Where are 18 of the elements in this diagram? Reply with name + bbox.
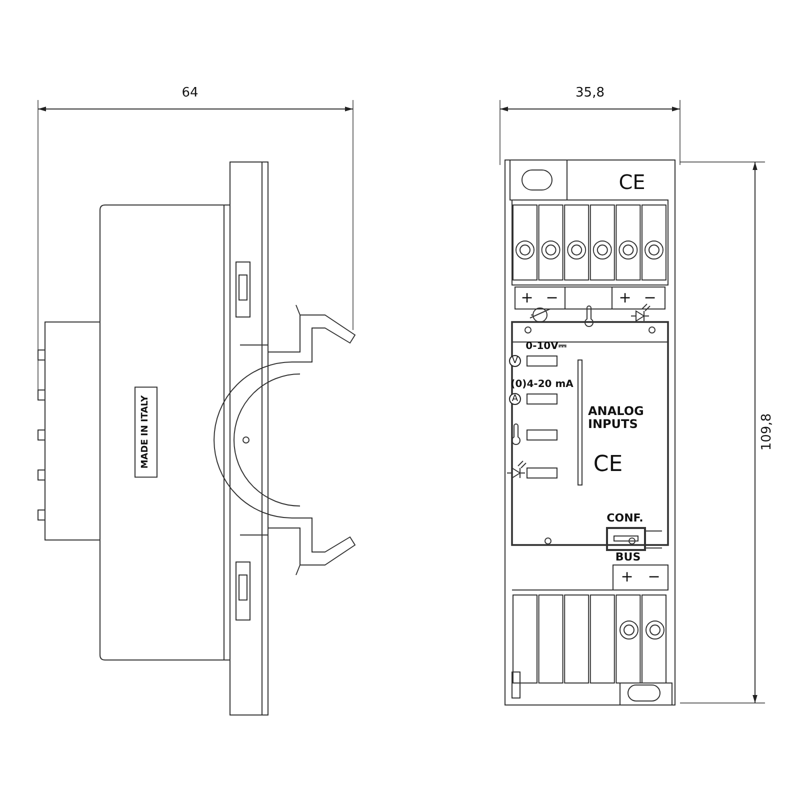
- switch-label: CONF.: [606, 512, 644, 524]
- ammeter-symbol: A: [509, 393, 521, 405]
- dimension-label: 109,8: [760, 413, 774, 451]
- product-label: ANALOG INPUTS: [588, 404, 645, 432]
- origin-label: MADE IN ITALY: [134, 386, 158, 478]
- dimension-label: 35,8: [576, 86, 604, 100]
- polarity-sign: −: [546, 290, 558, 306]
- polarity-sign: −: [648, 570, 660, 584]
- polarity-sign: +: [520, 290, 534, 306]
- conformity-mark: CE: [593, 454, 623, 476]
- polarity-sign: +: [620, 570, 634, 584]
- polarity-sign: +: [618, 290, 632, 306]
- range-label: 0-10V⎓: [526, 342, 566, 352]
- terminal-label: BUS: [615, 552, 641, 562]
- polarity-sign: −: [644, 290, 656, 306]
- dimension-label: 64: [182, 86, 198, 100]
- voltmeter-symbol: V: [509, 355, 521, 367]
- conformity-mark: CE: [618, 172, 646, 192]
